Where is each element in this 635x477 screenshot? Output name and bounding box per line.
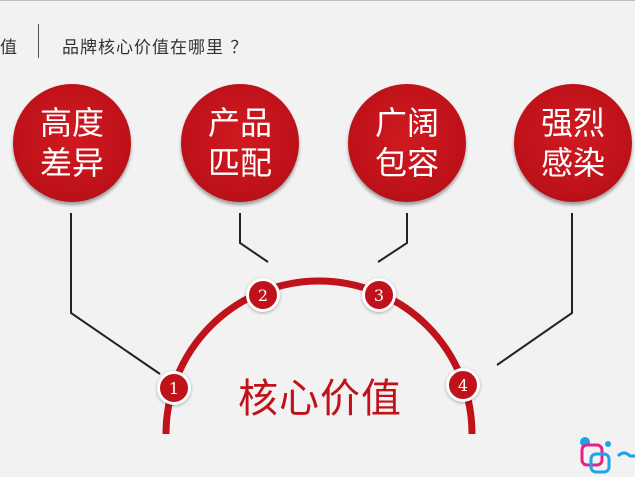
badge-2: 2 xyxy=(246,278,280,312)
brand-logo-icon xyxy=(580,437,635,474)
header-title: 品牌核心价值在哪里 ？ xyxy=(62,38,249,58)
top-divider xyxy=(0,0,635,1)
circle-3-label: 广阔 包容 xyxy=(374,104,439,182)
circle-1-label: 高度 差异 xyxy=(39,104,104,182)
core-arc xyxy=(162,277,476,435)
header-separator xyxy=(38,24,39,58)
connector-line-2 xyxy=(239,213,269,263)
connector-line-4 xyxy=(496,213,573,366)
connector-line-1 xyxy=(70,213,161,375)
circle-2-label: 产品 匹配 xyxy=(207,104,272,182)
circle-4-label: 强烈 感染 xyxy=(540,104,605,182)
circle-2: 产品 匹配 xyxy=(181,84,299,202)
badge-4: 4 xyxy=(446,368,480,402)
badge-1: 1 xyxy=(157,371,191,405)
circle-4: 强烈 感染 xyxy=(514,84,632,202)
badge-3: 3 xyxy=(362,278,396,312)
circle-1: 高度 差异 xyxy=(13,84,131,202)
circle-3: 广阔 包容 xyxy=(348,84,466,202)
header-left-fragment: 值 xyxy=(0,38,18,58)
connector-line-3 xyxy=(377,213,408,263)
core-title: 核心价值 xyxy=(238,376,402,422)
